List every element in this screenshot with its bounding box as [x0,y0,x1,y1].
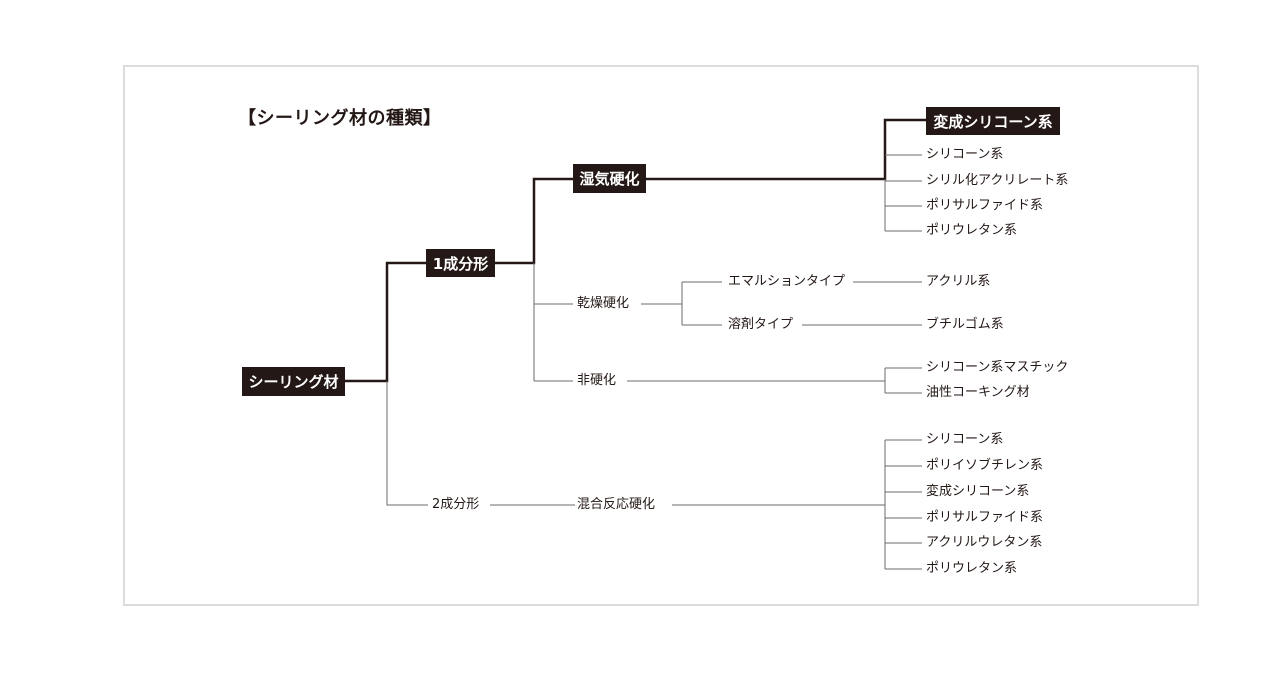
leaf-polyurethane: ポリウレタン系 [926,561,1018,577]
leaf-acrylic: アクリル系 [926,274,991,290]
connector-noncure-to-list [627,367,922,394]
leaf-silicone: シリコーン系 [926,432,1004,448]
leaf-silicone: シリコーン系 [926,147,1004,163]
node-moisture-cure: 湿気硬化 [573,164,646,193]
leaf-silylated-acrylate: シリル化アクリレート系 [926,173,1069,189]
connector-dry-to-types [641,281,722,326]
node-non-cure: 非硬化 [575,373,619,389]
leaf-butyl-rubber: ブチルゴム系 [926,317,1004,333]
leaf-silicone-mastic: シリコーン系マスチック [926,360,1069,376]
leaf-acrylic-urethane: アクリルウレタン系 [926,535,1043,551]
connector-moisture-to-modified-silicone [646,118,926,181]
leaf-polyurethane: ポリウレタン系 [926,223,1018,239]
node-emulsion-type: エマルションタイプ [724,274,850,290]
node-two-component: 2成分形 [428,497,484,513]
leaf-polysulfide: ポリサルファイド系 [926,198,1044,214]
node-dry-cure: 乾燥硬化 [575,296,632,312]
node-one-component: 1成分形 [426,249,495,277]
node-solvent-type: 溶剤タイプ [724,317,798,333]
diagram-frame [123,65,1199,606]
node-modified-silicone: 変成シリコーン系 [926,107,1060,135]
node-sealing-material: シーリング材 [242,367,345,396]
connector-root-to-2comp [386,381,428,506]
connector-mixed-to-list [672,440,886,569]
diagram-title: 【シーリング材の種類】 [238,108,442,129]
connector-1comp-to-moisture [495,177,573,265]
leaf-polyisobutylene: ポリイソブチレン系 [926,458,1044,474]
node-mixed-cure: 混合反応硬化 [575,497,658,513]
leaf-polysulfide: ポリサルファイド系 [926,510,1044,526]
connector-root-to-1comp [345,261,426,383]
leaf-modified-silicone: 変成シリコーン系 [926,484,1030,500]
leaf-oil-caulking: 油性コーキング材 [926,385,1030,401]
